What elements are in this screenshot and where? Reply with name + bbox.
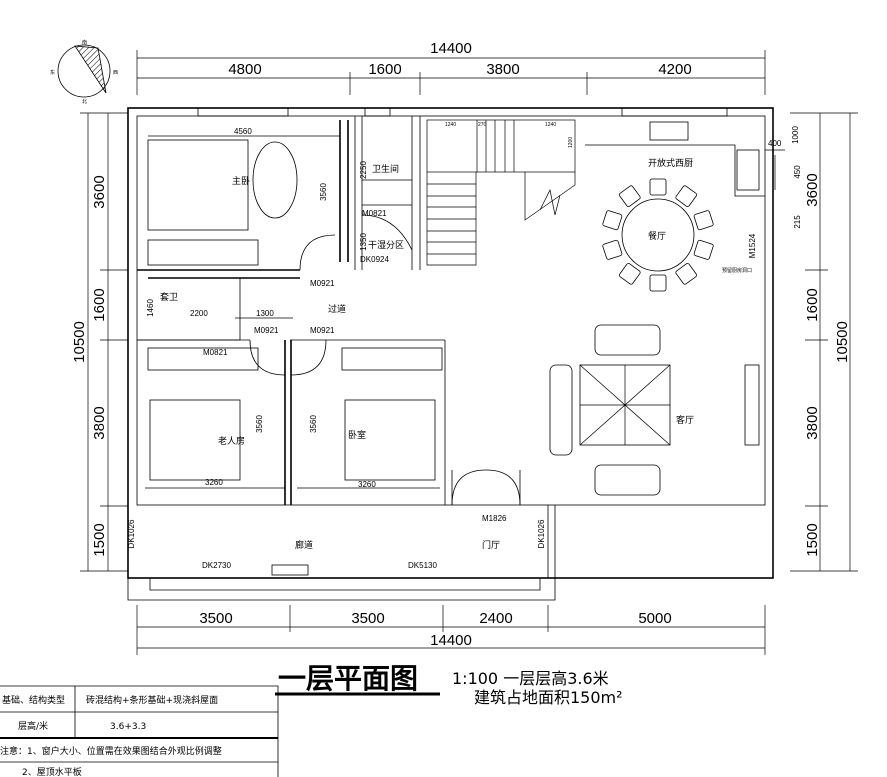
compass-north: 北 bbox=[82, 98, 87, 105]
dim-top-seg: 4200 bbox=[658, 61, 691, 78]
dim-top-seg: 3800 bbox=[486, 61, 519, 78]
dining-chair bbox=[649, 178, 667, 196]
dim-bottom-seg: 5000 bbox=[638, 610, 671, 627]
dim-label: 3560 bbox=[255, 415, 264, 433]
walls: 1240 270 1240 1200 bbox=[127, 107, 774, 601]
table-label: 基础、结构类型 bbox=[2, 694, 65, 706]
table-note: 2、屋顶水平板 bbox=[22, 766, 82, 777]
table-value: 砖混结构+条形基础+现浇斜屋面 bbox=[86, 694, 218, 706]
dim-right-total: 10500 bbox=[834, 321, 851, 363]
room-corridor: 过道 bbox=[328, 303, 346, 315]
dim-right-seg: 3800 bbox=[804, 406, 821, 439]
stair-dim: 1200 bbox=[568, 137, 574, 148]
door-label: DK2730 bbox=[202, 561, 231, 570]
door-label: M0921 bbox=[310, 279, 335, 288]
dim-label: 3260 bbox=[205, 478, 223, 487]
compass-west: 西 bbox=[113, 70, 118, 76]
room-bathroom: 卫生间 bbox=[372, 163, 399, 175]
table-label: 层高/米 bbox=[18, 720, 48, 732]
door-label: M1524 bbox=[748, 233, 757, 258]
table-note: 注意：1、窗户大小、位置需在效果图结合外观比例调整 bbox=[0, 745, 222, 757]
dim-label: 2200 bbox=[190, 309, 208, 318]
dim-right-seg: 1600 bbox=[804, 288, 821, 321]
opening-labels: M0821 DK0924 M0921 M0921 M0921 M0821 M18… bbox=[127, 209, 757, 570]
room-foyer: 门厅 bbox=[482, 539, 500, 551]
dining-chair bbox=[619, 185, 641, 207]
dim-top-seg: 1600 bbox=[368, 61, 401, 78]
dim-small: 1000 bbox=[791, 126, 800, 144]
dim-bottom-seg: 2400 bbox=[479, 610, 512, 627]
dim-bottom-total: 14400 bbox=[430, 632, 472, 649]
drawing-title: 一层平面图 1:100 一层层高3.6米 建筑占地面积150m² bbox=[275, 662, 623, 707]
door-label: M0821 bbox=[203, 348, 228, 357]
door-label: DK0924 bbox=[360, 255, 389, 264]
dim-left-seg: 1500 bbox=[91, 523, 108, 556]
dim-label: 1350 bbox=[359, 233, 368, 251]
door-label: M0821 bbox=[362, 209, 387, 218]
dim-left-seg: 3600 bbox=[91, 175, 108, 208]
dim-bottom-seg: 3500 bbox=[199, 610, 232, 627]
right-dimensions: 3600 1600 3800 1500 10500 1000 400 450 2… bbox=[765, 112, 858, 572]
inner-dimensions: 4560 3560 2250 1350 2200 1460 1300 3560 … bbox=[145, 127, 440, 489]
dim-left-total: 10500 bbox=[71, 321, 88, 363]
door-label: M0921 bbox=[254, 326, 279, 335]
left-dimensions: 3600 1600 3800 1500 10500 bbox=[71, 112, 128, 572]
stair-dim: 1240 bbox=[545, 122, 556, 128]
dining-chair bbox=[649, 274, 667, 292]
dim-label: 3260 bbox=[358, 480, 376, 489]
info-table: 基础、结构类型 砖混结构+条形基础+现浇斜屋面 层高/米 3.6+3.3 注意：… bbox=[0, 685, 279, 777]
dim-small: 215 bbox=[793, 215, 802, 229]
dining-chair bbox=[675, 185, 697, 207]
door-label: M1826 bbox=[482, 514, 507, 523]
room-living: 客厅 bbox=[676, 414, 694, 426]
title-main: 一层平面图 bbox=[278, 662, 418, 695]
room-bedroom: 卧室 bbox=[348, 429, 366, 441]
dining-chair bbox=[602, 210, 623, 231]
room-master-bedroom: 主卧 bbox=[232, 175, 250, 187]
dim-left-seg: 3800 bbox=[91, 406, 108, 439]
dim-bottom-seg: 3500 bbox=[351, 610, 384, 627]
room-porch: 廊道 bbox=[295, 539, 313, 551]
compass-east: 东 bbox=[50, 69, 55, 76]
room-elder: 老人房 bbox=[218, 435, 245, 447]
stair-dim: 1240 bbox=[445, 122, 456, 128]
dim-top-seg: 4800 bbox=[228, 61, 261, 78]
room-kitchen: 开放式西厨 bbox=[648, 157, 693, 169]
dim-label: 2250 bbox=[359, 161, 368, 179]
door-label: DK5130 bbox=[408, 561, 437, 570]
bottom-dimensions: 3500 3500 2400 5000 14400 bbox=[136, 605, 766, 655]
dim-label: 3560 bbox=[309, 415, 318, 433]
door-label: DK1026 bbox=[127, 519, 136, 548]
dining-chair bbox=[693, 210, 714, 231]
room-dining: 餐厅 bbox=[648, 230, 666, 242]
dim-label: 3560 bbox=[319, 183, 328, 201]
compass: 南 东 西 北 bbox=[50, 39, 118, 105]
door-label: DK1026 bbox=[537, 519, 546, 548]
dining-chair bbox=[619, 263, 641, 285]
dim-right-seg: 1500 bbox=[804, 523, 821, 556]
dining-chair bbox=[602, 239, 623, 260]
dim-small: 450 bbox=[793, 165, 802, 179]
room-dry-wet: 干湿分区 bbox=[368, 240, 404, 251]
dim-label: 4560 bbox=[234, 127, 252, 136]
table-value: 3.6+3.3 bbox=[110, 722, 146, 732]
title-scale: 1:100 一层层高3.6米 bbox=[452, 669, 609, 688]
dining-chair bbox=[693, 239, 714, 260]
room-suite-bath: 套卫 bbox=[160, 291, 178, 303]
dim-left-seg: 1600 bbox=[91, 288, 108, 321]
dim-label: 1300 bbox=[256, 309, 274, 318]
compass-south: 南 bbox=[82, 39, 87, 46]
stair-dim: 270 bbox=[478, 122, 487, 128]
door-label: M0921 bbox=[310, 326, 335, 335]
dim-label: 1460 bbox=[146, 299, 155, 317]
title-area: 建筑占地面积150m² bbox=[474, 688, 623, 707]
dim-small: 400 bbox=[768, 139, 782, 148]
top-dimensions: 14400 4800 1600 3800 4200 bbox=[136, 40, 766, 95]
dining-chair bbox=[675, 263, 697, 285]
dim-top-total: 14400 bbox=[430, 40, 472, 57]
room-labels: 主卧 卫生间 干湿分区 过道 套卫 老人房 卧室 廊道 门厅 开放式西厨 餐厅 … bbox=[160, 157, 752, 551]
kitchen-opening-label: 预留厨房洞口 bbox=[722, 267, 752, 274]
dim-right-seg: 3600 bbox=[804, 173, 821, 206]
